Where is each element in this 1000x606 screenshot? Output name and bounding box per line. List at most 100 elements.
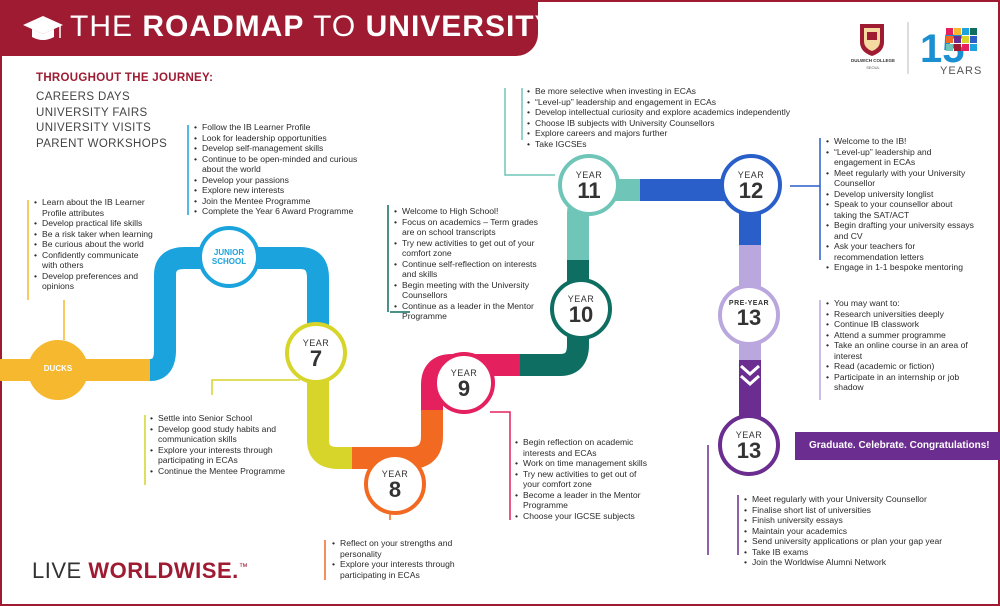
list-item: Participate in an internship or job shad… (826, 372, 976, 393)
list-item: Become a leader in the Mentor Programme (515, 490, 655, 511)
list-ducks: Learn about the IB Learner Profile attri… (34, 197, 154, 292)
list-item: Engage in 1-1 bespoke mentoring (826, 262, 976, 273)
stage-year-10: YEAR 10 (550, 278, 612, 340)
chevron-down-icon (740, 364, 760, 387)
list-item: Finalise short list of universities (744, 505, 974, 516)
anniversary-word: YEARS (940, 65, 982, 77)
list-item: Welcome to the IB! (826, 136, 976, 147)
throughout-list: CAREERS DAYS UNIVERSITY FAIRS UNIVERSITY… (36, 90, 167, 152)
list-item: Attend a summer programme (826, 330, 976, 341)
path-segment-y10 (520, 260, 589, 376)
stage-pre-year-13: PRE-YEAR 13 (718, 284, 780, 346)
list-item: Try new activities to get out of your co… (515, 469, 655, 490)
list-year-10: Welcome to High School! Focus on academi… (394, 206, 544, 322)
list-item: Choose IB subjects with University Couns… (527, 118, 817, 129)
list-item: Explore your interests through participa… (332, 559, 472, 580)
list-item: Be a risk taker when learning (34, 229, 154, 240)
list-item: Develop your passions (194, 175, 374, 186)
path-segment-junior (149, 247, 215, 381)
list-item: Develop preferences and opinions (34, 271, 154, 292)
list-item: Look for leadership opportunities (194, 133, 374, 144)
list-item: Take an online course in an area of inte… (826, 340, 976, 361)
list-item: Begin drafting your university essays an… (826, 220, 976, 241)
header-banner: THE ROADMAP TO UNIVERSITY (0, 0, 555, 56)
crest-icon: 15 YEARS (860, 22, 982, 77)
list-item: Complete the Year 6 Award Programme (194, 206, 374, 217)
list-year-8: Reflect on your strengths and personalit… (332, 538, 472, 580)
list-item: Focus on academics – Term grades are on … (394, 217, 544, 238)
stage-junior-school: JUNIOR SCHOOL (198, 226, 260, 288)
anniversary-colour-blocks-icon (946, 28, 977, 51)
list-item: Develop good study habits and communicat… (150, 424, 290, 445)
list-item: Reflect on your strengths and personalit… (332, 538, 472, 559)
list-year-12: Welcome to the IB! “Level-up” leadership… (826, 136, 976, 273)
list-item: Meet regularly with your University Coun… (744, 494, 974, 505)
list-pre-year-13: You may want to: Research universities d… (826, 298, 976, 393)
stage-ducks: DUCKS (28, 340, 88, 400)
list-item: Meet regularly with your University Coun… (826, 168, 976, 189)
list-item: Read (academic or fiction) (826, 361, 976, 372)
list-item: Develop self-management skills (194, 143, 374, 154)
list-item: Follow the IB Learner Profile (194, 122, 374, 133)
list-year-7: Settle into Senior School Develop good s… (150, 413, 290, 476)
path-segment-y7 (307, 330, 352, 469)
list-item: UNIVERSITY VISITS (36, 122, 152, 134)
list-item: Send university applications or plan you… (744, 536, 974, 547)
throughout-heading: THROUGHOUT THE JOURNEY: (36, 72, 214, 84)
school-logo-area: 15 YEARS DULWICH COLLEGE SEOUL (850, 18, 990, 78)
list-item: “Level-up” leadership and engagement in … (527, 97, 817, 108)
list-item: Begin meeting with the University Counse… (394, 280, 544, 301)
list-item: Be curious about the world (34, 239, 154, 250)
list-item: Finish university essays (744, 515, 974, 526)
list-item: Continue IB classwork (826, 319, 976, 330)
stage-year-12: YEAR 12 (720, 154, 782, 216)
list-item: UNIVERSITY FAIRS (36, 106, 148, 119)
page-title: THE ROADMAP TO UNIVERSITY (70, 10, 556, 43)
list-item: PARENT WORKSHOPS (36, 137, 168, 150)
school-city: SEOUL (866, 65, 880, 70)
list-item: Continue self-reflection on interests an… (394, 259, 544, 280)
stage-year-8: YEAR 8 (364, 453, 426, 515)
list-junior-school: Follow the IB Learner Profile Look for l… (194, 122, 374, 217)
graduation-cap-icon (23, 16, 63, 40)
list-item: Research universities deeply (826, 309, 976, 320)
list-item: Choose your IGCSE subjects (515, 511, 655, 522)
list-item: Continue to be open-minded and curious a… (194, 154, 374, 175)
stage-year-11: YEAR 11 (558, 154, 620, 216)
stage-year-9: YEAR 9 (433, 352, 495, 414)
list-item: Try new activities to get out of your co… (394, 238, 544, 259)
list-item: “Level-up” leadership and engagement in … (826, 147, 976, 168)
list-item: Take IGCSEs (527, 139, 817, 150)
list-item: Begin reflection on academic interests a… (515, 437, 655, 458)
list-item: Settle into Senior School (150, 413, 290, 424)
list-item: Develop university longlist (826, 189, 976, 200)
list-item: You may want to: (826, 298, 976, 309)
list-item: Be more selective when investing in ECAs (527, 86, 817, 97)
list-item: Work on time management skills (515, 458, 655, 469)
list-item: Explore your interests through participa… (150, 445, 290, 466)
list-item: Join the Worldwise Alumni Network (744, 557, 974, 568)
stage-year-13: YEAR 13 (718, 414, 780, 476)
live-worldwise-logo: LIVE WORLDWISE.™ (32, 558, 249, 583)
list-item: Join the Mentee Programme (194, 196, 374, 207)
list-item: Learn about the IB Learner Profile attri… (34, 197, 154, 218)
list-year-13: Meet regularly with your University Coun… (744, 494, 974, 568)
list-item: Confidently communicate with others (34, 250, 154, 271)
list-item: CAREERS DAYS (36, 91, 131, 103)
list-item: Ask your teachers for recommendation let… (826, 241, 976, 262)
list-item: Take IB exams (744, 547, 974, 558)
list-item: Continue the Mentee Programme (150, 466, 290, 477)
list-item: Explore careers and majors further (527, 128, 817, 139)
list-item: Develop practical life skills (34, 218, 154, 229)
graduate-banner: Graduate. Celebrate. Congratulations! (795, 432, 1000, 460)
path-segment-y8 (352, 410, 443, 469)
list-item: Maintain your academics (744, 526, 974, 537)
school-name: DULWICH COLLEGE (851, 58, 895, 63)
list-item: Continue as a leader in the Mentor Progr… (394, 301, 544, 322)
list-item: Welcome to High School! (394, 206, 544, 217)
list-year-9: Begin reflection on academic interests a… (515, 437, 655, 521)
list-year-11: Be more selective when investing in ECAs… (527, 86, 817, 149)
stage-year-7: YEAR 7 (285, 322, 347, 384)
list-item: Explore new interests (194, 185, 374, 196)
list-item: Speak to your counsellor about taking th… (826, 199, 976, 220)
